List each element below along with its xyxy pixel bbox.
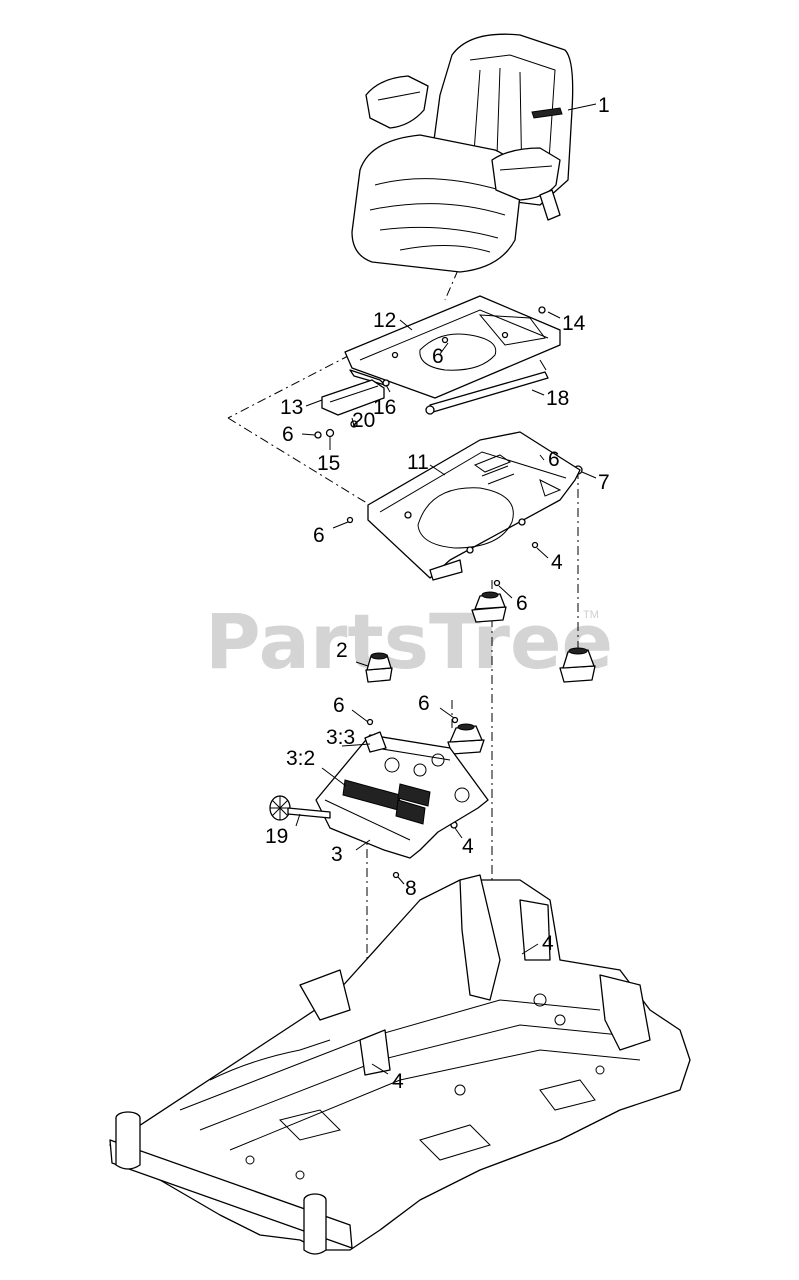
watermark-brand: PartsTree [205, 597, 613, 686]
callout-20: 20 [352, 409, 375, 432]
isolator-mount-upper [471, 591, 507, 623]
callout-3: 3 [331, 843, 343, 866]
callout-6-pan-right: 6 [418, 692, 430, 715]
callout-14: 14 [562, 312, 586, 335]
callout-4-frame-right: 4 [542, 932, 554, 955]
callout-4-pan: 4 [462, 835, 474, 858]
callout-15: 15 [317, 452, 340, 475]
callout-1: 1 [598, 94, 610, 117]
mower-frame [109, 874, 691, 1255]
callout-3-3: 3:3 [326, 726, 355, 749]
isolator-mount-right [559, 647, 596, 683]
seat-part-1 [351, 33, 574, 273]
leader-lines [295, 103, 597, 1075]
slide-rod-part-18 [425, 359, 549, 415]
callout-19: 19 [265, 825, 288, 848]
callout-7: 7 [598, 471, 610, 494]
callout-12: 12 [373, 309, 396, 332]
watermark-tm: TM [583, 609, 599, 621]
isolator-mount-lower [447, 723, 485, 755]
decal-part-3-2 [342, 779, 426, 825]
callout-18: 18 [546, 387, 569, 410]
callout-6-bracket: 6 [282, 423, 294, 446]
mounting-plate-part-11 [367, 431, 581, 581]
callout-6-mount: 6 [516, 592, 528, 615]
callout-6-right: 6 [548, 448, 560, 471]
callout-11: 11 [407, 451, 429, 474]
callout-4-plate: 4 [551, 551, 563, 574]
callout-6-pan-left: 6 [333, 694, 345, 717]
callout-6-plate: 6 [432, 345, 444, 368]
callout-3-2: 3:2 [286, 747, 315, 770]
callout-16: 16 [373, 396, 396, 419]
callout-2: 2 [336, 639, 348, 662]
isolator-mount-part-2 [365, 652, 393, 683]
callout-8: 8 [405, 877, 417, 900]
bracket-part-13 [321, 379, 385, 416]
callout-13: 13 [280, 396, 303, 419]
decal-part-3-3 [397, 783, 431, 807]
callout-6-left: 6 [313, 524, 325, 547]
callout-labels: 1 12 14 6 18 13 16 6 20 15 11 6 7 6 4 6 … [265, 94, 610, 1093]
seat-plate-part-12 [344, 295, 561, 399]
knob-part-19 [269, 795, 331, 821]
callout-4-frame-left: 4 [392, 1070, 404, 1093]
watermark: PartsTree TM [205, 597, 613, 686]
